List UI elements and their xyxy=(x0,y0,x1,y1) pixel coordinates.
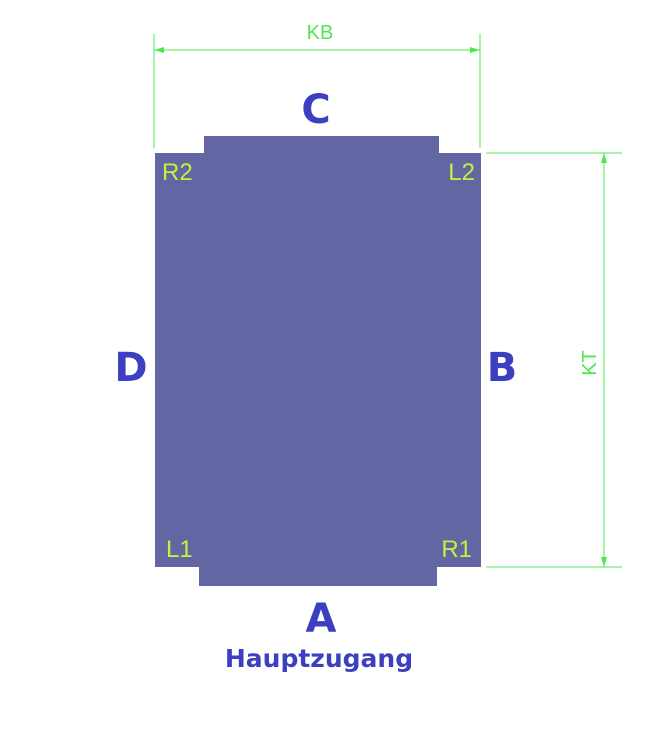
side-label-right: B xyxy=(487,345,518,391)
cabinet-body-shape xyxy=(155,136,481,586)
corner-label-bottom-left: L1 xyxy=(166,536,193,563)
corner-label-top-left: R2 xyxy=(162,159,193,186)
main-entrance-label: Hauptzugang xyxy=(225,644,413,673)
side-label-top: C xyxy=(301,87,330,133)
depth-dimension xyxy=(486,152,622,568)
corner-label-bottom-right: R1 xyxy=(441,536,472,563)
width-dimension-label: KB xyxy=(307,22,334,44)
width-dimension xyxy=(153,34,481,148)
corner-label-top-right: L2 xyxy=(448,159,475,186)
side-label-bottom: A xyxy=(306,596,337,642)
side-label-left: D xyxy=(114,345,147,391)
depth-dimension-label: KT xyxy=(579,350,601,376)
